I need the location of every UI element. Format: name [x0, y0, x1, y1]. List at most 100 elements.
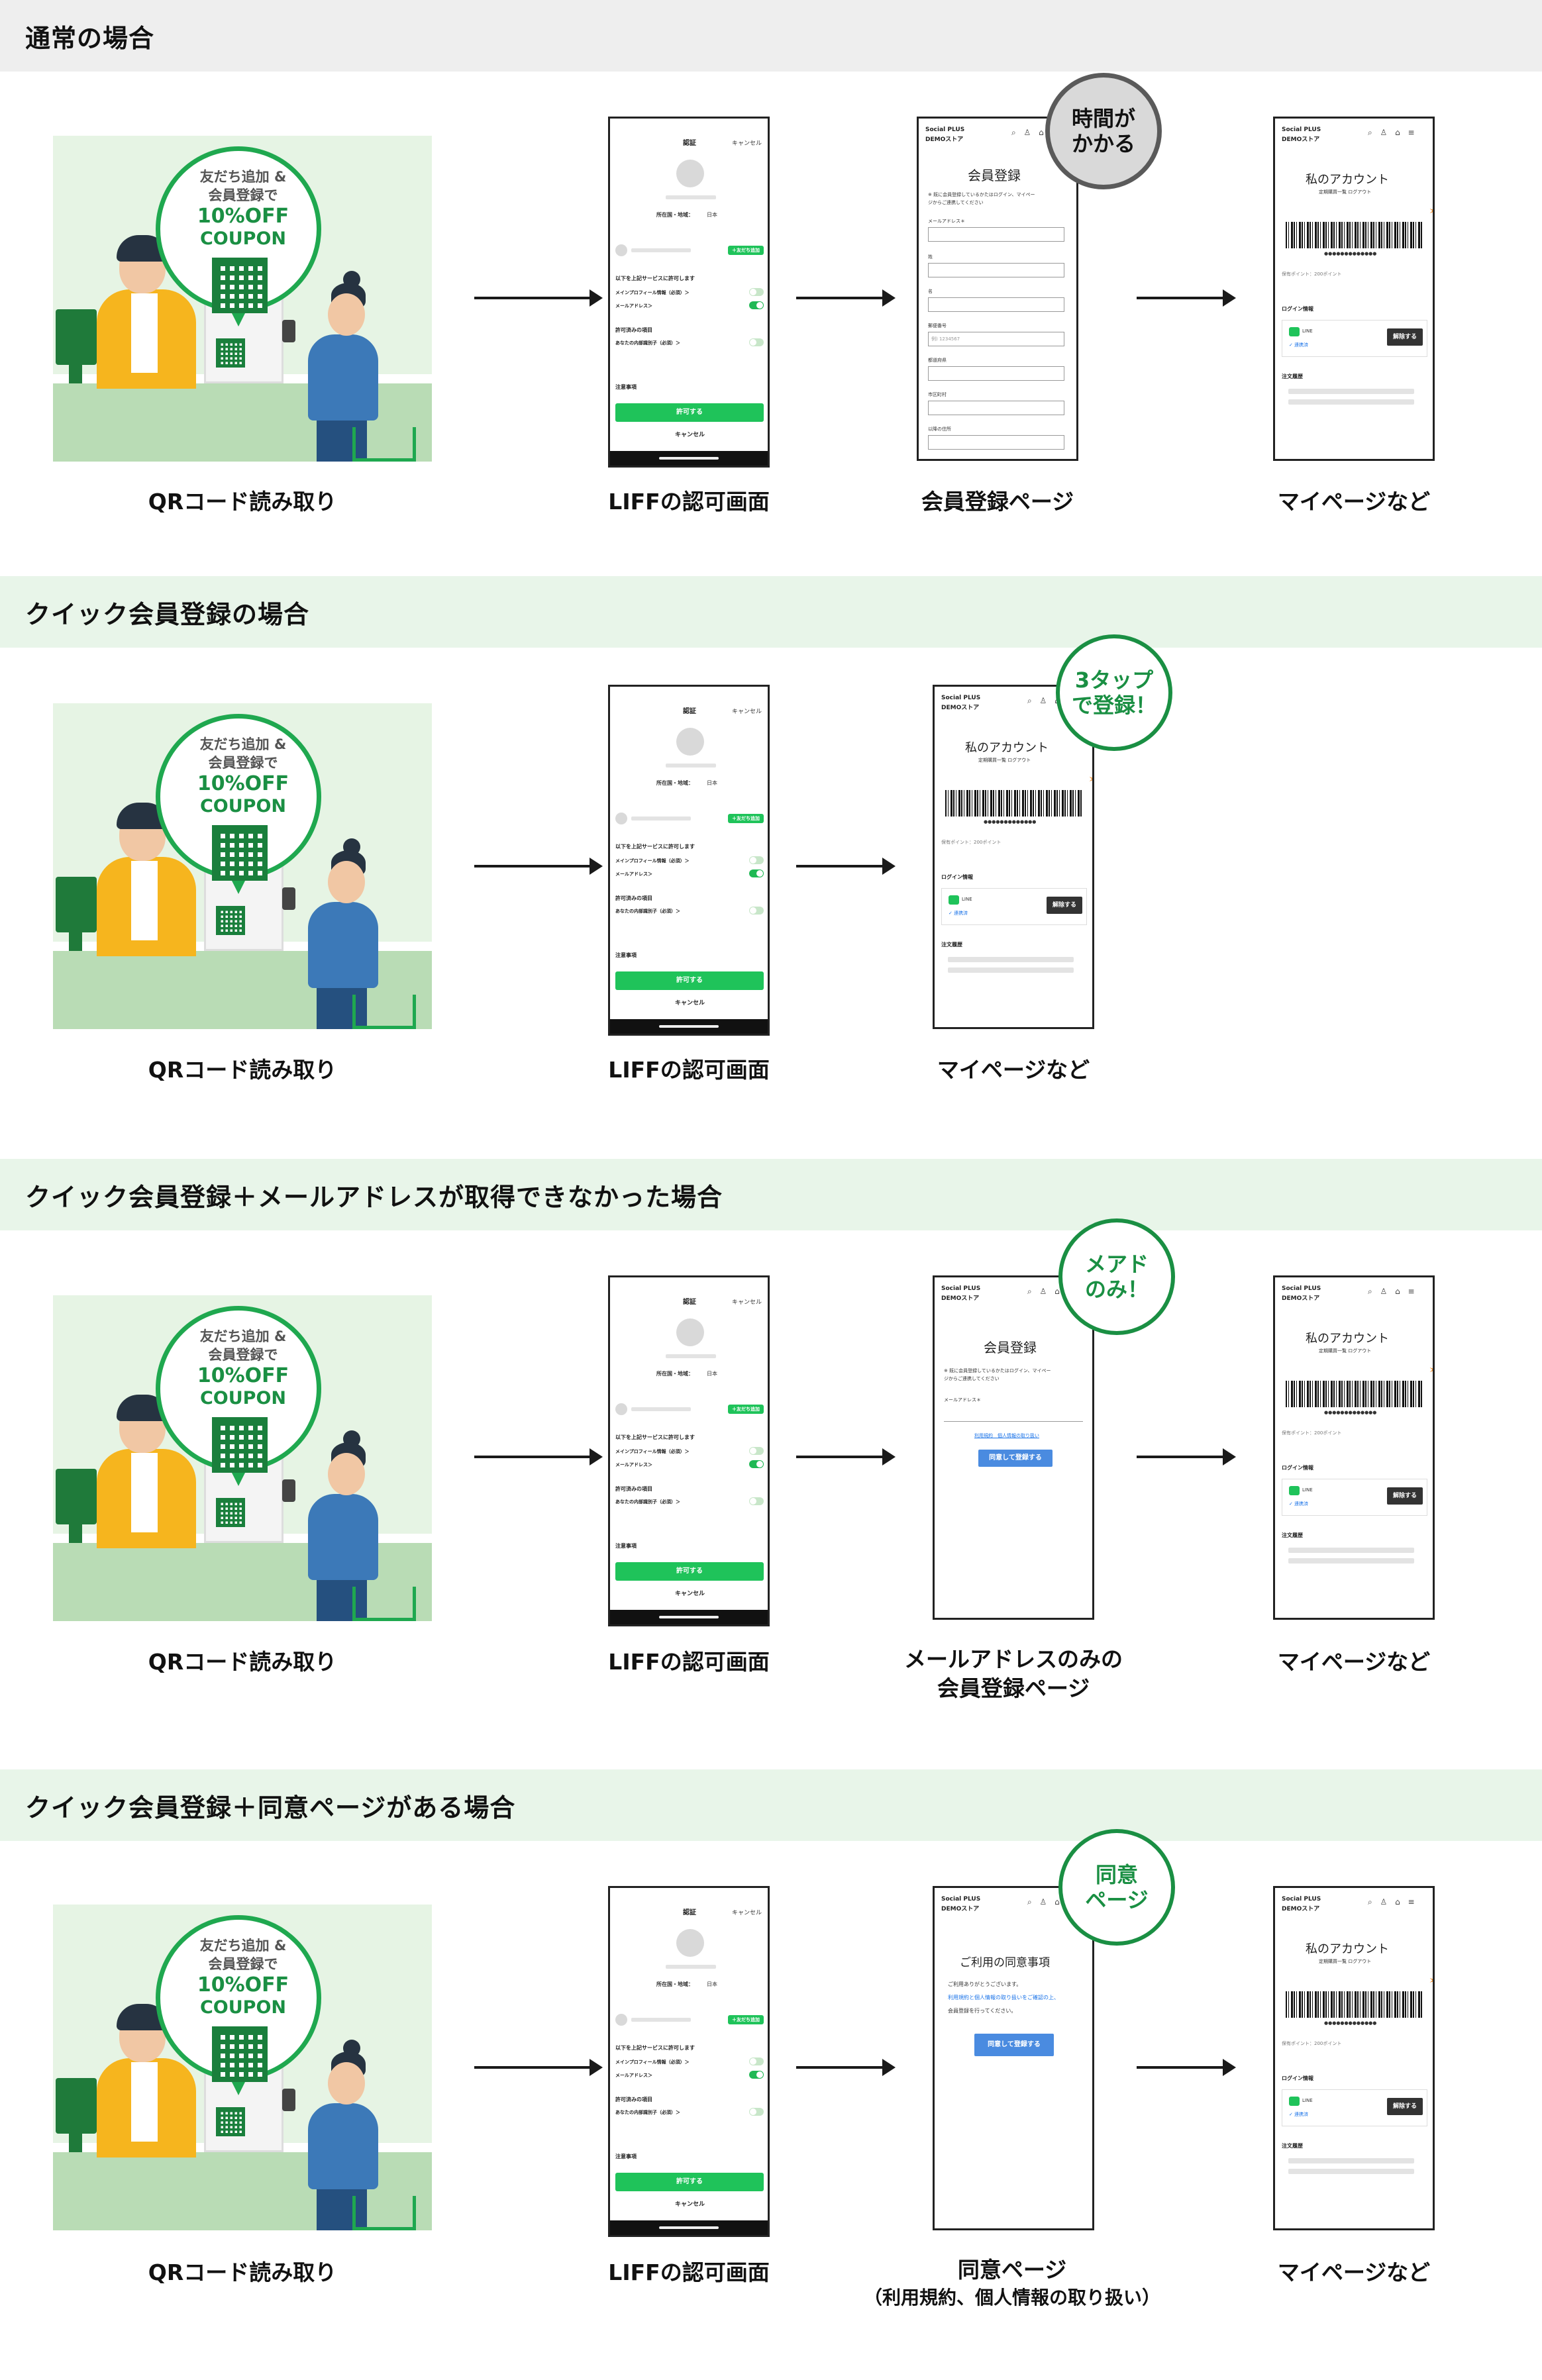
perm-profile-toggle[interactable] — [749, 1447, 764, 1455]
points: 保有ポイント：200ポイント — [1282, 1430, 1342, 1436]
zip-input[interactable]: 例) 1234567 — [928, 332, 1064, 346]
mypage-links: 定期購買一覧 ログアウト — [1319, 1348, 1372, 1354]
badge-line-2: ページ — [1085, 1887, 1149, 1912]
customer-head — [328, 2062, 365, 2105]
eo-terms-links[interactable]: 利用規約 個人情報の取り扱い — [974, 1433, 1039, 1438]
caption-line: QRコード読み取り — [148, 2259, 337, 2285]
service-name-placeholder — [666, 1354, 716, 1358]
points: 保有ポイント：200ポイント — [1282, 2041, 1342, 2046]
mei-input[interactable] — [928, 297, 1064, 312]
order-placeholder-1 — [1288, 2158, 1414, 2163]
order-placeholder-2 — [1288, 399, 1414, 405]
barcode-number: ●●●●●●●●●●●●● — [1324, 2020, 1377, 2026]
account-name-placeholder — [631, 248, 691, 252]
addr-label: 以降の住所 — [928, 426, 951, 432]
perm-email-toggle[interactable] — [749, 301, 764, 309]
granted-item: あなたの内部識別子（必須）＞ — [615, 2110, 680, 2115]
home-indicator — [659, 1616, 719, 1618]
sei-input[interactable] — [928, 263, 1064, 277]
granted-item: あなたの内部識別子（必須）＞ — [615, 909, 680, 914]
account-avatar — [615, 2014, 627, 2026]
register-note-2: ジからご連携してください — [928, 200, 984, 205]
allow-intro: 以下を上記サービスに許可します — [615, 844, 695, 850]
order-placeholder-1 — [1288, 1548, 1414, 1553]
caption-line: QRコード読み取り — [148, 1057, 337, 1083]
caption-line: 会員登録ページ — [921, 489, 1074, 515]
orders: 注文履歴 — [1282, 373, 1303, 379]
eo-note-1: ※ 既に会員登録しているかたはログイン、マイペー — [944, 1368, 1051, 1373]
mypage-title: 私のアカウント — [1306, 1942, 1389, 1956]
unlink-button[interactable]: 解除する — [1387, 328, 1423, 346]
allow-button[interactable]: 許可する — [615, 2173, 764, 2191]
customer-body — [308, 1494, 378, 1580]
qr-code-icon — [212, 258, 268, 313]
order-placeholder-1 — [1288, 389, 1414, 394]
consent-title: ご利用の同意事項 — [960, 1956, 1050, 1969]
section-header: クイック会員登録の場合 — [0, 576, 1542, 648]
mypage-title: 私のアカウント — [965, 741, 1049, 755]
sparkle-icon: ✶ — [1088, 773, 1092, 787]
perm-profile-toggle[interactable] — [749, 288, 764, 296]
store-brand-1: Social PLUS — [1282, 1896, 1321, 1903]
account-name-placeholder — [631, 2018, 691, 2022]
caption-line: マイページなど — [1277, 489, 1431, 515]
caption-line: 同意ページ — [957, 2257, 1067, 2283]
eo-email-input[interactable] — [944, 1407, 1083, 1422]
customer-legs — [317, 2183, 367, 2230]
addr-input[interactable] — [928, 435, 1064, 450]
consent-button[interactable]: 同意して登録する — [974, 2034, 1054, 2056]
perm-email-toggle[interactable] — [749, 2071, 764, 2079]
provider-label: 所在国・地域： — [656, 212, 694, 218]
line-link-box: LINE✓ 連携済解除する — [1282, 2089, 1427, 2126]
mypage-links: 定期購買一覧 ログアウト — [1319, 189, 1372, 195]
cancel-link[interactable]: キャンセル — [675, 1000, 705, 1007]
perm-profile: メインプロフィール情報（必須）＞ — [615, 858, 690, 864]
perm-email-toggle[interactable] — [749, 1460, 764, 1468]
allow-button[interactable]: 許可する — [615, 1562, 764, 1581]
bubble-text-3: 10%OFF — [197, 772, 289, 795]
flow-arrow — [474, 1448, 603, 1465]
caption-line: LIFFの認可画面 — [608, 2259, 770, 2285]
unlink-button[interactable]: 解除する — [1387, 1487, 1423, 1505]
store-brand-1: Social PLUS — [941, 1896, 981, 1903]
step-caption: マイページなど — [1207, 2258, 1501, 2287]
flow-arrow — [1137, 2059, 1236, 2076]
bubble-text-4: COUPON — [199, 796, 287, 817]
allow-button[interactable]: 許可する — [615, 971, 764, 990]
android-nav-bar — [610, 451, 768, 466]
register-title: 会員登録 — [968, 168, 1021, 183]
perm-email-toggle[interactable] — [749, 869, 764, 877]
allow-button[interactable]: 許可する — [615, 403, 764, 422]
perm-profile-toggle[interactable] — [749, 856, 764, 864]
customer-legs — [317, 1573, 367, 1621]
bubble-text-2: 会員登録で — [208, 1347, 278, 1363]
line-icon — [1289, 327, 1300, 336]
order-placeholder-2 — [1288, 1558, 1414, 1563]
line-label: LINE — [1302, 328, 1313, 334]
email-input[interactable] — [928, 227, 1064, 242]
unlink-button[interactable]: 解除する — [1047, 897, 1082, 914]
bubble-text-4: COUPON — [199, 1997, 287, 2018]
qr-code-small-icon — [216, 1498, 245, 1527]
header-icons: ⌕ ♙ ⌂ ≡ — [1368, 1287, 1417, 1296]
perm-profile-toggle[interactable] — [749, 2058, 764, 2065]
flow-arrow — [1137, 1448, 1236, 1465]
unlink-button[interactable]: 解除する — [1387, 2098, 1423, 2115]
liff-auth-screen: 認証キャンセル所在国・地域：日本＋友だち追加以下を上記サービスに許可しますメイン… — [608, 685, 770, 1036]
city-input[interactable] — [928, 401, 1064, 415]
cancel-link[interactable]: キャンセル — [675, 432, 705, 438]
mypage-title: 私のアカウント — [1306, 173, 1389, 187]
perm-profile: メインプロフィール情報（必須）＞ — [615, 1449, 690, 1454]
customer-body — [308, 2103, 378, 2189]
cancel-link[interactable]: キャンセル — [675, 2201, 705, 2208]
sparkle-icon: ✶ — [1429, 1364, 1433, 1377]
cancel-link[interactable]: キャンセル — [675, 1591, 705, 1597]
staff-shirt — [131, 293, 158, 373]
eo-register-button[interactable]: 同意して登録する — [978, 1450, 1053, 1467]
add-friend-button: ＋友だち追加 — [728, 2015, 764, 2024]
pref-input[interactable] — [928, 366, 1064, 381]
